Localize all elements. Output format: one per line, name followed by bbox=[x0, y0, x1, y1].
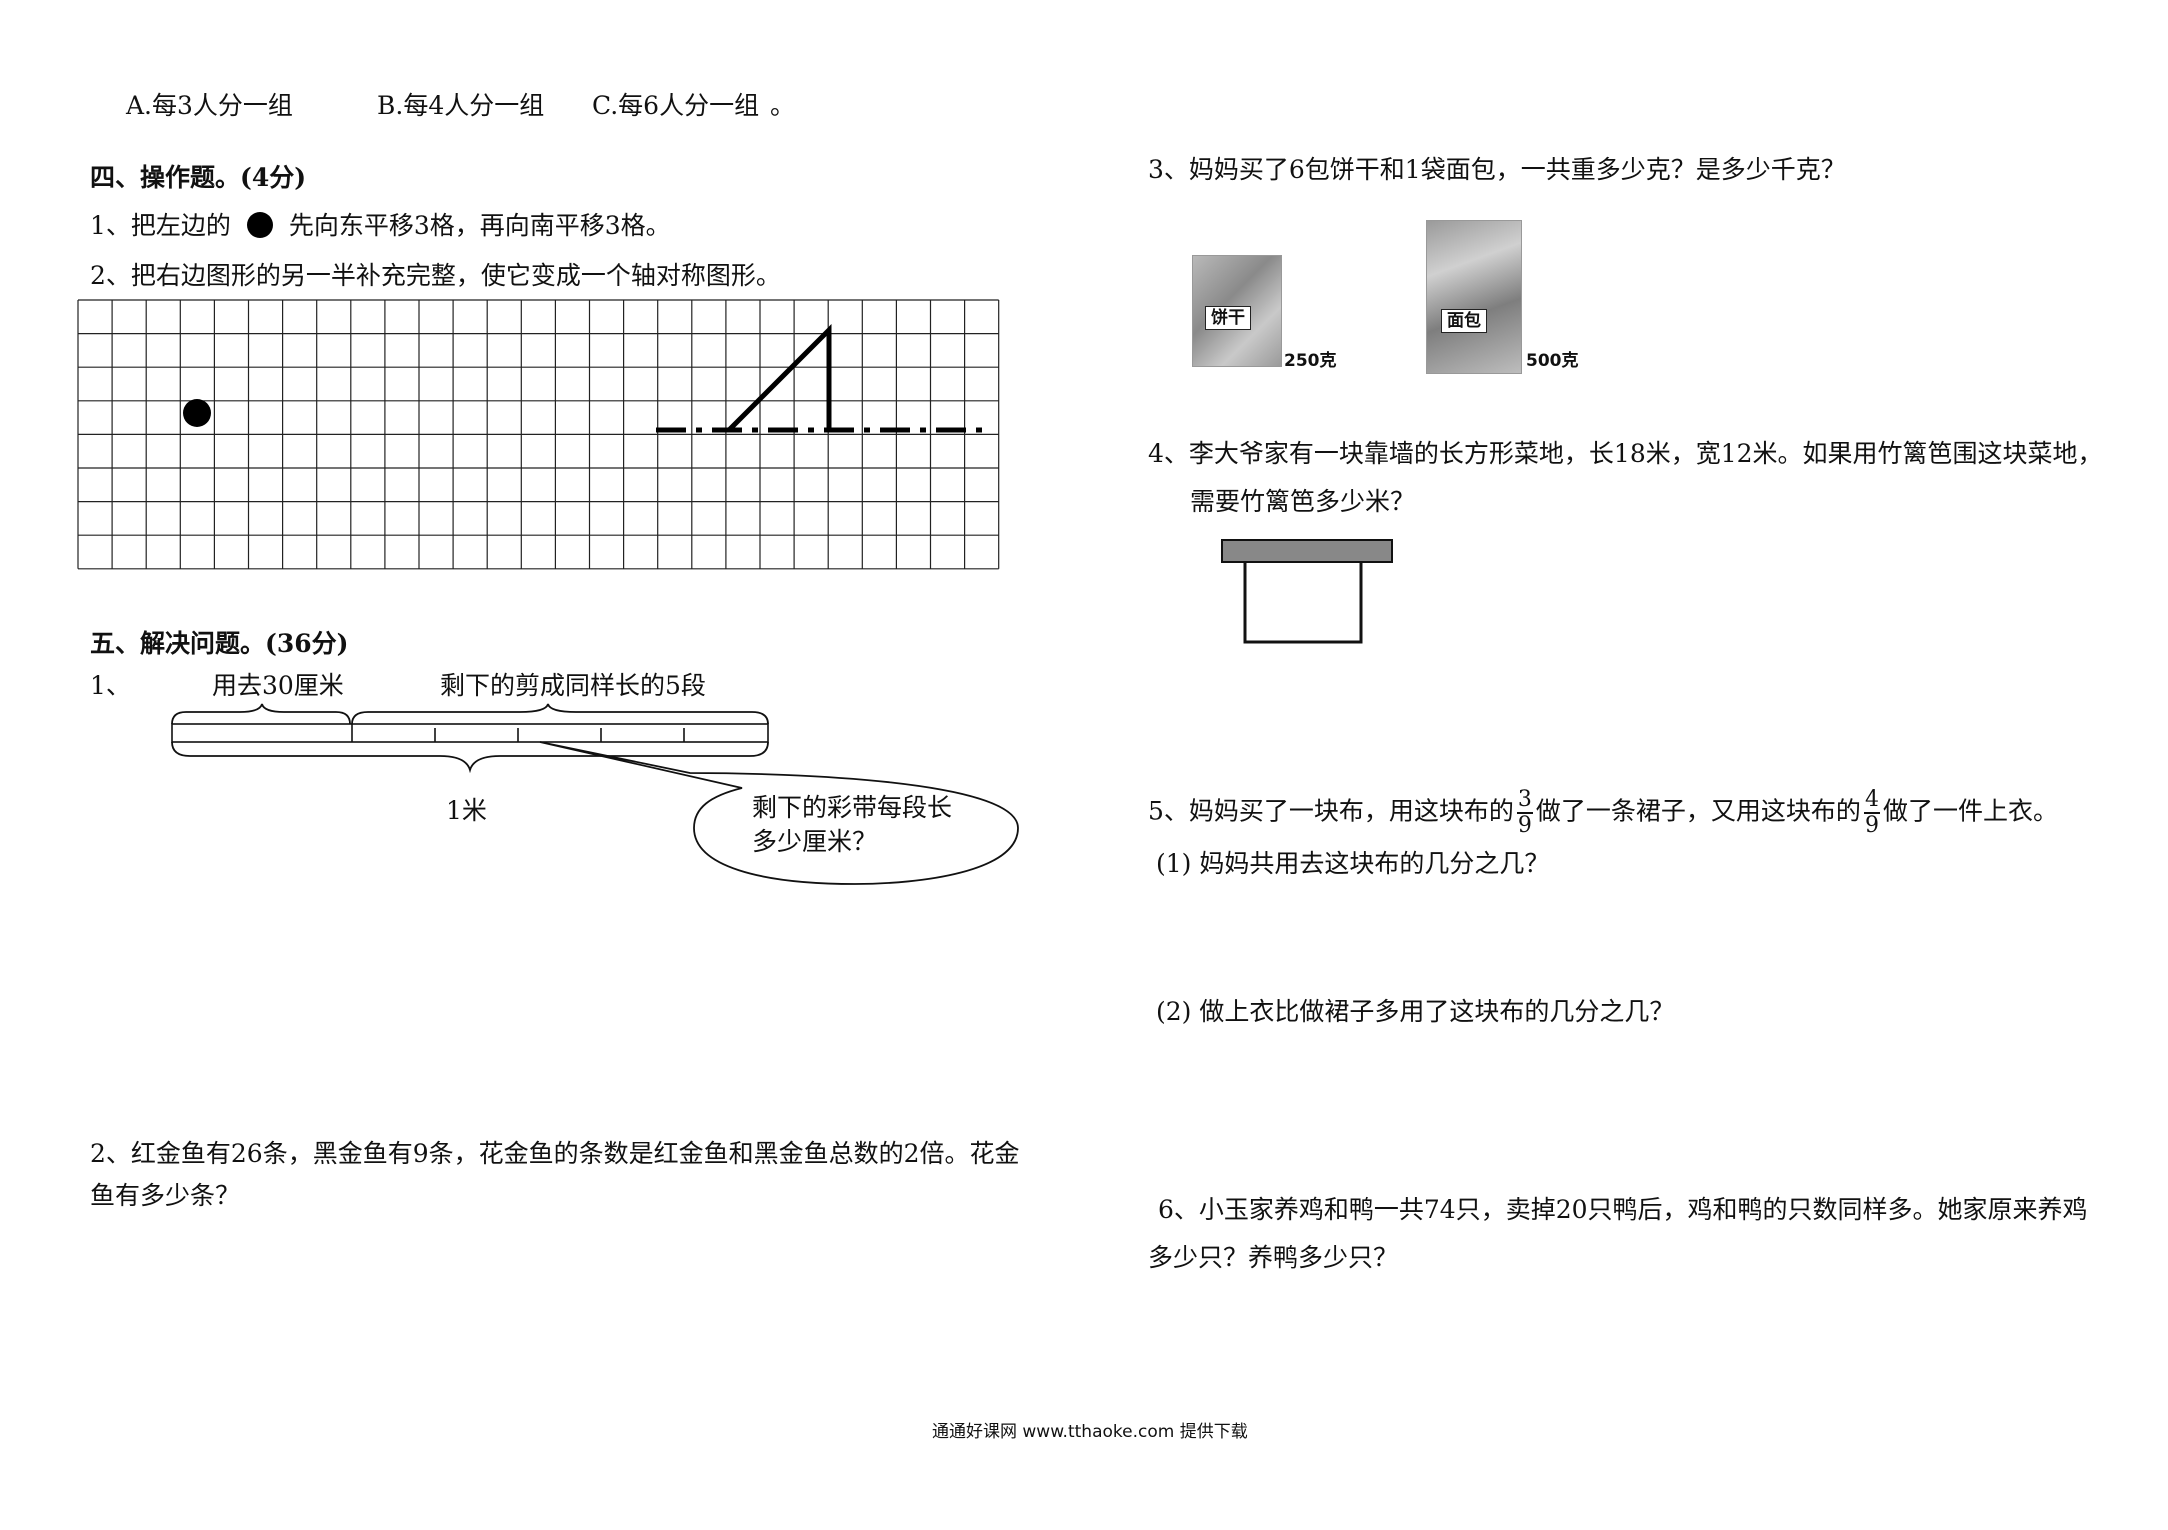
bubble-line1: 剩下的彩带每段长 bbox=[752, 793, 953, 822]
q6-line1: 6、小玉家养鸡和鸭一共74只，卖掉20只鸭后，鸡和鸭的只数同样多。她家原来养鸡 bbox=[1158, 1195, 2088, 1224]
fraction-jacket-den: 9 bbox=[1864, 813, 1879, 838]
q5-before: 5、妈妈买了一块布，用这块布的 bbox=[1148, 796, 1514, 826]
ribbon-bar bbox=[171, 723, 769, 743]
q3-text: 3、妈妈买了6包饼干和1袋面包，一共重多少克？是多少千克？ bbox=[1148, 155, 1846, 184]
black-dot-icon bbox=[246, 212, 273, 238]
footer-text: 通通好课网 www.tthaoke.com 提供下载 bbox=[932, 1422, 1248, 1442]
half-triangle bbox=[727, 323, 832, 432]
section5-q2-line2: 鱼有多少条？ bbox=[90, 1181, 241, 1210]
section5-q1-num: 1、 bbox=[90, 671, 131, 700]
brace-total bbox=[171, 741, 769, 774]
bread-photo: 面包 bbox=[1426, 220, 1522, 374]
grid-dot bbox=[183, 399, 211, 427]
option-b: B.每4人分一组 bbox=[377, 91, 545, 120]
q5-sub1: (1) 妈妈共用去这块布的几分之几？ bbox=[1156, 849, 1550, 878]
q4-line2: 需要竹篱笆多少米？ bbox=[1190, 487, 1416, 516]
section4-heading: 四、操作题。(4分) bbox=[90, 163, 307, 192]
q5-sub2: (2) 做上衣比做裙子多用了这块布的几分之几？ bbox=[1156, 997, 1675, 1026]
option-c: C.每6人分一组 bbox=[592, 91, 760, 120]
ribbon-used-label: 用去30厘米 bbox=[212, 671, 344, 700]
section4-q1: 1、把左边的 先向东平移3格，再向南平移3格。 bbox=[90, 210, 671, 242]
option-tail: 。 bbox=[770, 91, 796, 120]
biscuit-weight: 250克 bbox=[1284, 351, 1337, 371]
section4-q1-after: 先向东平移3格，再向南平移3格。 bbox=[288, 211, 671, 240]
section5-heading: 五、解决问题。(36分) bbox=[90, 629, 349, 658]
bubble-line2: 多少厘米？ bbox=[752, 827, 878, 856]
speech-bubble bbox=[539, 741, 1019, 885]
fraction-skirt-num: 3 bbox=[1517, 787, 1532, 812]
brace-used bbox=[171, 703, 351, 725]
ribbon-rest-label: 剩下的剪成同样长的5段 bbox=[440, 671, 706, 700]
q4-line1: 4、李大爷家有一块靠墙的长方形菜地，长18米，宽12米。如果用竹篱笆围这块菜地， bbox=[1148, 439, 2103, 468]
option-a: A.每3人分一组 bbox=[126, 91, 293, 120]
section5-q2-line1: 2、红金鱼有26条，黑金鱼有9条，花金鱼的条数是红金鱼和黑金鱼总数的2倍。花金 bbox=[90, 1139, 1020, 1168]
fraction-jacket-num: 4 bbox=[1864, 787, 1879, 812]
section4-q1-before: 1、把左边的 bbox=[90, 211, 231, 240]
q5-mid: 做了一条裙子，又用这块布的 bbox=[1535, 796, 1861, 826]
brace-rest bbox=[351, 703, 769, 725]
bread-weight: 500克 bbox=[1526, 351, 1579, 371]
q6-line2: 多少只？养鸭多少只？ bbox=[1148, 1243, 1399, 1272]
bread-label: 面包 bbox=[1441, 309, 1487, 333]
ribbon-total-label: 1米 bbox=[446, 796, 487, 825]
wall bbox=[1221, 539, 1393, 563]
garden-plot bbox=[1243, 562, 1363, 644]
biscuit-photo: 饼干 bbox=[1192, 255, 1282, 367]
fraction-skirt-den: 9 bbox=[1517, 813, 1532, 838]
q5-after: 做了一件上衣。 bbox=[1882, 796, 2058, 826]
section4-q2: 2、把右边图形的另一半补充完整，使它变成一个轴对称图形。 bbox=[90, 261, 781, 290]
biscuit-label: 饼干 bbox=[1205, 306, 1251, 330]
